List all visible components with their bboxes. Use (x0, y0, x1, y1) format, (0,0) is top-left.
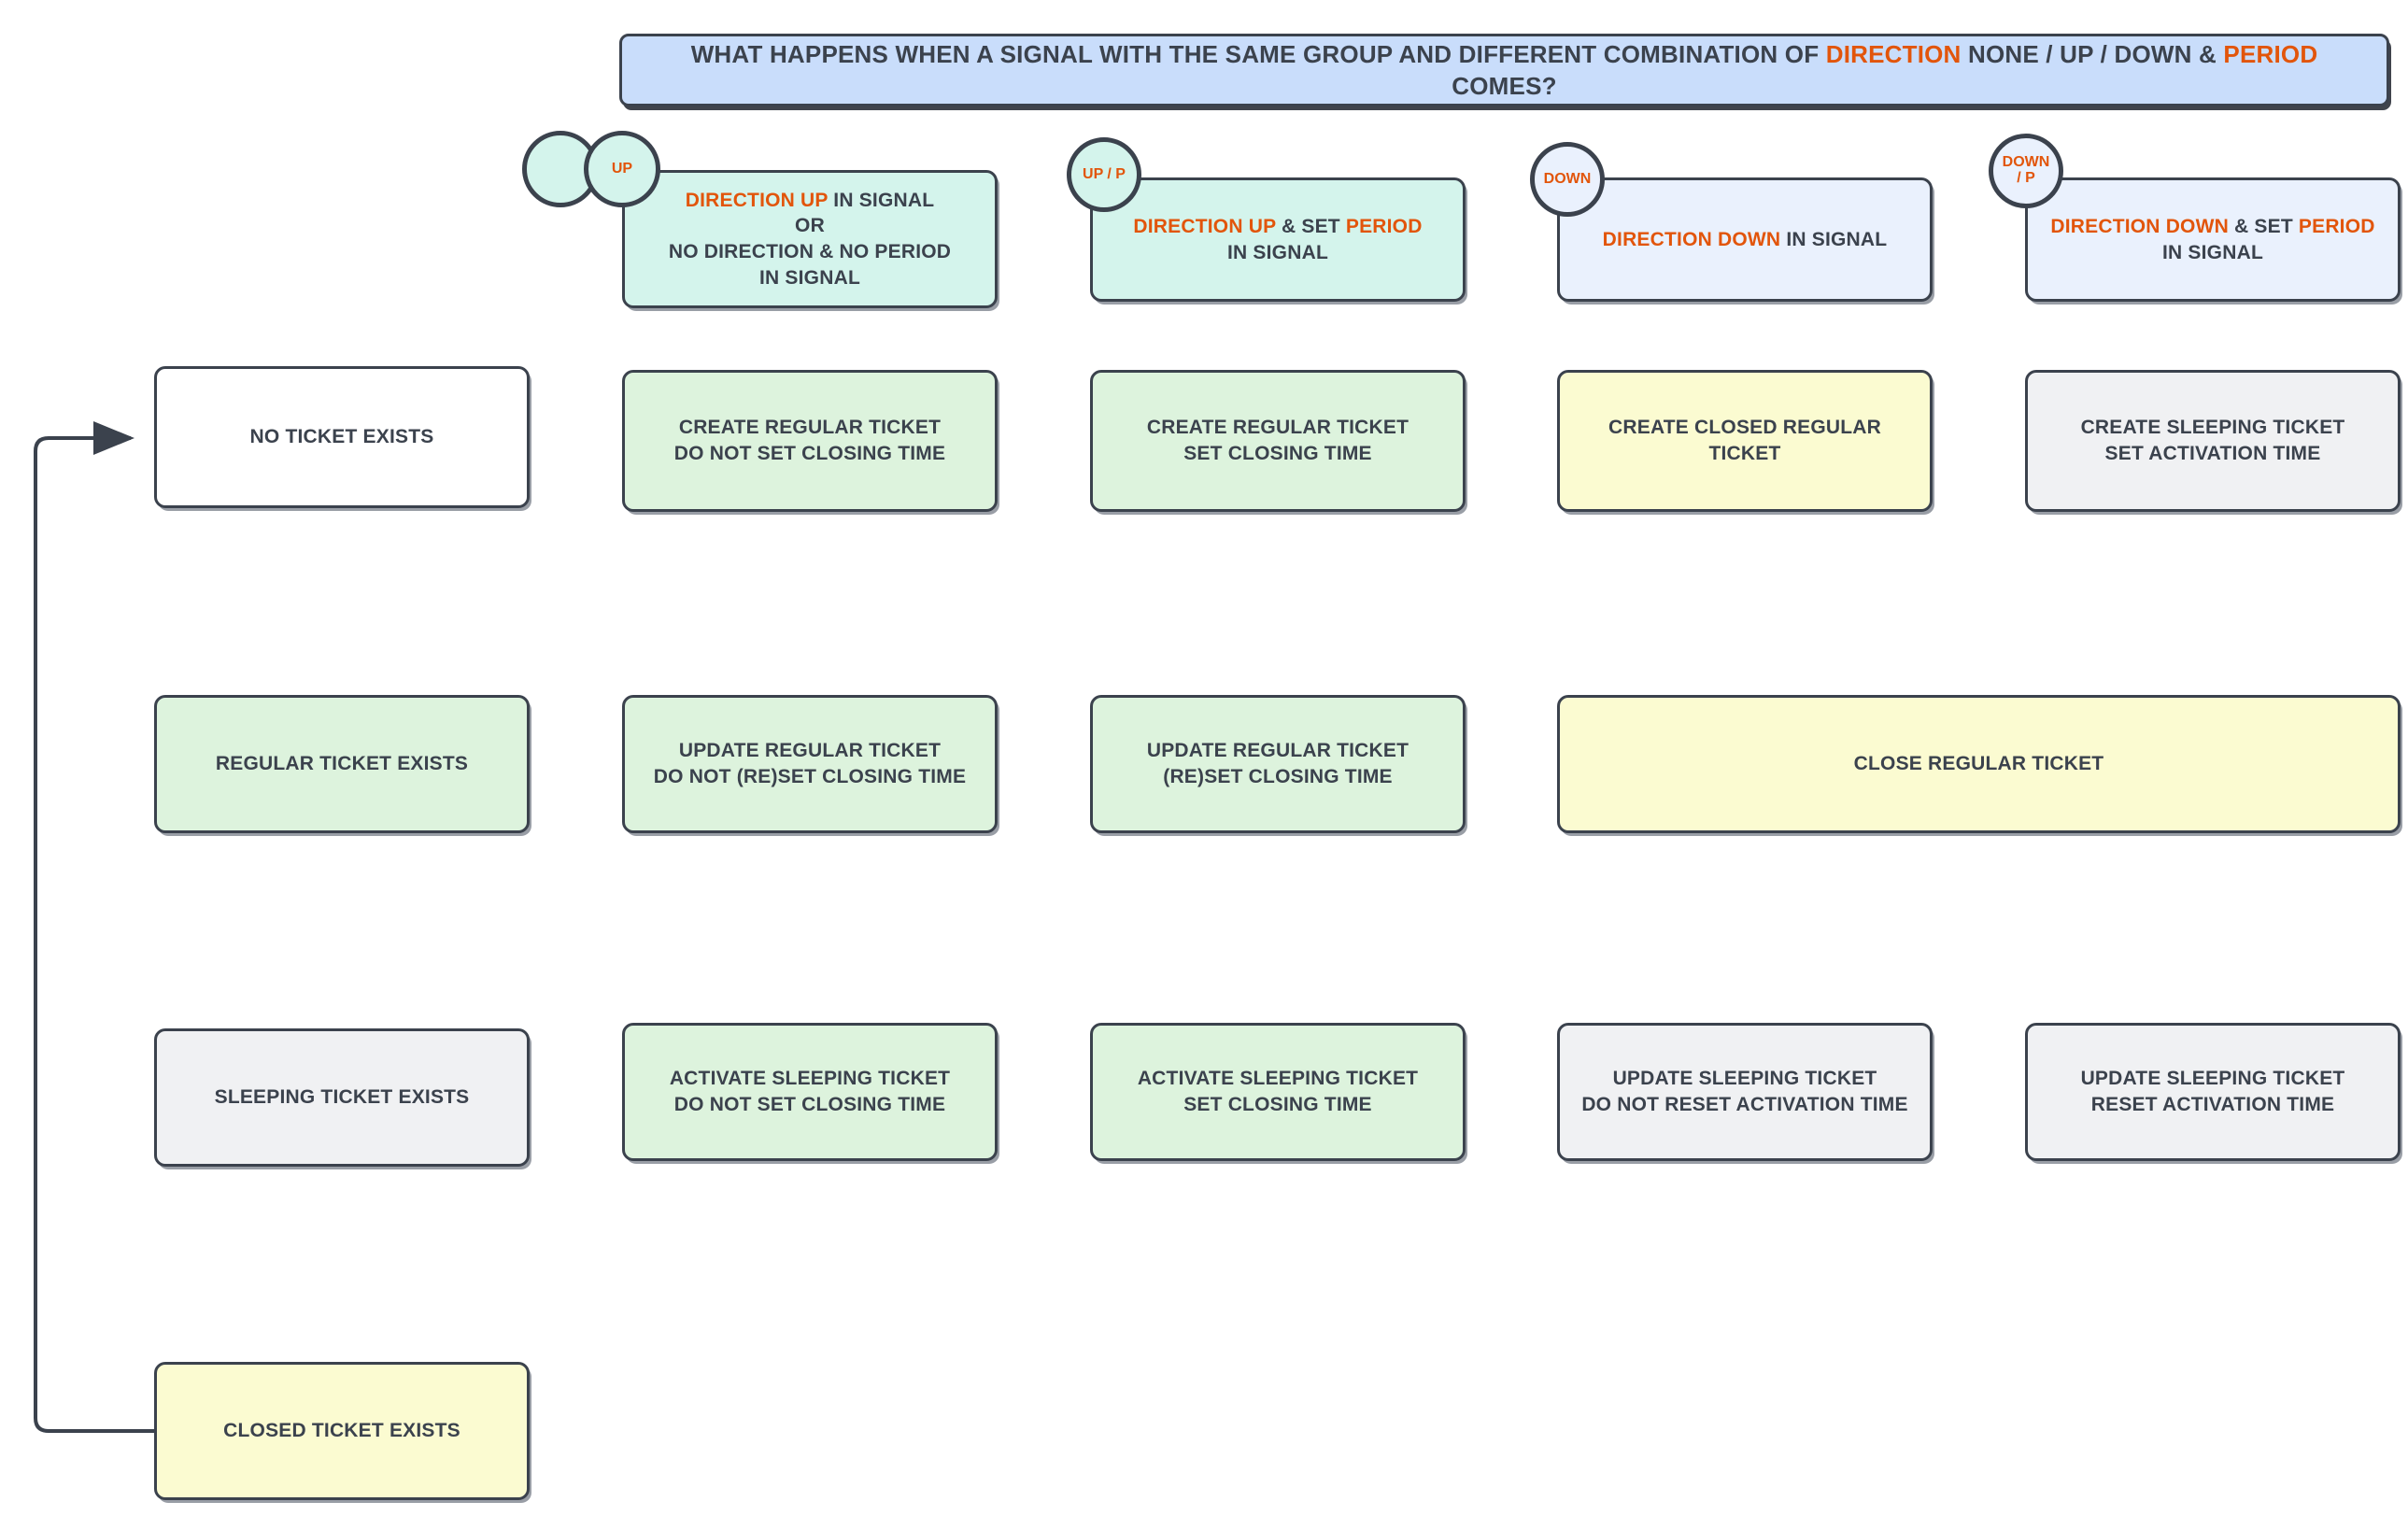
cell-text: UPDATE REGULAR TICKET DO NOT (RE)SET CLO… (653, 740, 967, 787)
badge-circle-up: UP (584, 131, 660, 207)
column-header-up: DIRECTION UP IN SIGNAL OR NO DIRECTION &… (622, 170, 998, 308)
column-header-text: DIRECTION UP IN SIGNAL OR NO DIRECTION &… (668, 189, 952, 289)
badge-label: DOWN / P (2002, 154, 2050, 186)
column-header-text: DIRECTION UP & SET PERIOD IN SIGNAL (1133, 215, 1423, 263)
cell-no-ticket-down: CREATE CLOSED REGULAR TICKET (1557, 370, 1933, 512)
column-header-text: DIRECTION DOWN IN SIGNAL (1602, 228, 1888, 250)
cell-text: ACTIVATE SLEEPING TICKET SET CLOSING TIM… (1137, 1068, 1419, 1115)
cell-sleeping-ticket-down: UPDATE SLEEPING TICKET DO NOT RESET ACTI… (1557, 1023, 1933, 1161)
page-title-banner: WHAT HAPPENS WHEN A SIGNAL WITH THE SAME… (619, 34, 2389, 106)
row-label-text: NO TICKET EXISTS (249, 426, 434, 448)
row-label-regular-ticket-exists: REGULAR TICKET EXISTS (154, 695, 530, 833)
badge-label: UP / P (1083, 165, 1126, 182)
cell-text: CLOSE REGULAR TICKET (1853, 753, 2104, 775)
cell-text: UPDATE REGULAR TICKET (RE)SET CLOSING TI… (1146, 740, 1409, 787)
column-header-down-p: DIRECTION DOWN & SET PERIOD IN SIGNAL (2025, 177, 2401, 302)
row-label-text: SLEEPING TICKET EXISTS (214, 1086, 470, 1109)
cell-sleeping-ticket-up: ACTIVATE SLEEPING TICKET DO NOT SET CLOS… (622, 1023, 998, 1161)
column-header-up-p: DIRECTION UP & SET PERIOD IN SIGNAL (1090, 177, 1466, 302)
cell-text: CREATE SLEEPING TICKET SET ACTIVATION TI… (2080, 417, 2345, 464)
cell-regular-ticket-up-p: UPDATE REGULAR TICKET (RE)SET CLOSING TI… (1090, 695, 1466, 833)
cell-text: UPDATE SLEEPING TICKET RESET ACTIVATION … (2080, 1068, 2345, 1115)
cell-sleeping-ticket-up-p: ACTIVATE SLEEPING TICKET SET CLOSING TIM… (1090, 1023, 1466, 1161)
cell-text: CREATE REGULAR TICKET DO NOT SET CLOSING… (673, 417, 946, 464)
banner-text: WHAT HAPPENS WHEN A SIGNAL WITH THE SAME… (690, 39, 2318, 100)
cell-no-ticket-up: CREATE REGULAR TICKET DO NOT SET CLOSING… (622, 370, 998, 512)
column-header-down: DIRECTION DOWN IN SIGNAL (1557, 177, 1933, 302)
badge-circle-up-p: UP / P (1067, 137, 1141, 212)
badge-circle-down-p: DOWN / P (1989, 134, 2063, 208)
cell-no-ticket-down-p: CREATE SLEEPING TICKET SET ACTIVATION TI… (2025, 370, 2401, 512)
row-label-text: CLOSED TICKET EXISTS (223, 1420, 460, 1442)
cell-sleeping-ticket-down-p: UPDATE SLEEPING TICKET RESET ACTIVATION … (2025, 1023, 2401, 1161)
row-label-text: REGULAR TICKET EXISTS (215, 753, 469, 775)
column-header-text: DIRECTION DOWN & SET PERIOD IN SIGNAL (2050, 215, 2375, 263)
badge-label: UP (611, 160, 633, 177)
row-label-closed-ticket-exists: CLOSED TICKET EXISTS (154, 1362, 530, 1500)
cell-regular-ticket-up: UPDATE REGULAR TICKET DO NOT (RE)SET CLO… (622, 695, 998, 833)
badge-label: DOWN (1543, 170, 1592, 187)
row-label-sleeping-ticket-exists: SLEEPING TICKET EXISTS (154, 1028, 530, 1167)
cell-text: ACTIVATE SLEEPING TICKET DO NOT SET CLOS… (669, 1068, 951, 1115)
cell-text: CREATE REGULAR TICKET SET CLOSING TIME (1146, 417, 1409, 464)
row-label-no-ticket-exists: NO TICKET EXISTS (154, 366, 530, 508)
cell-no-ticket-up-p: CREATE REGULAR TICKET SET CLOSING TIME (1090, 370, 1466, 512)
cell-text: CREATE CLOSED REGULAR TICKET (1608, 417, 1881, 464)
cell-regular-ticket-down-span: CLOSE REGULAR TICKET (1557, 695, 2401, 833)
badge-circle-down: DOWN (1530, 142, 1605, 217)
cell-text: UPDATE SLEEPING TICKET DO NOT RESET ACTI… (1581, 1068, 1908, 1115)
